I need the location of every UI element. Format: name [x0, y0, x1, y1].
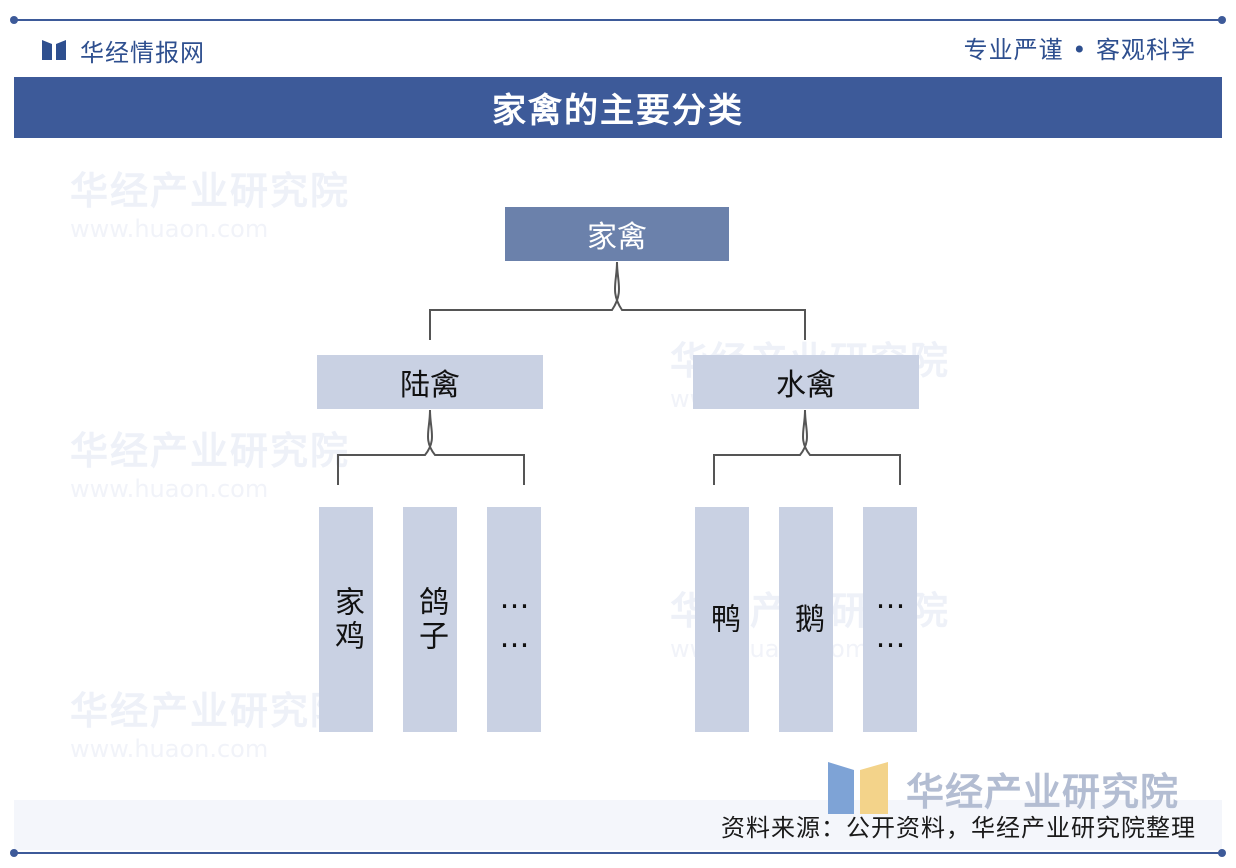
group-label: 水禽: [776, 368, 836, 403]
leaf-label: ……: [873, 580, 908, 659]
connector-land: [337, 409, 525, 485]
source-note: 资料来源：公开资料，华经产业研究院整理: [721, 814, 1196, 842]
connector-root: [429, 261, 806, 340]
brand-name: 华经情报网: [80, 38, 205, 67]
slogan: 专业严谨 • 客观科学: [963, 36, 1196, 64]
page-title: 家禽的主要分类: [492, 91, 744, 131]
brand-logo-icon: [42, 40, 66, 60]
leaf-label: 鸭: [705, 602, 740, 637]
root-node: 家禽: [505, 207, 729, 261]
top-frame-line: [10, 16, 1226, 24]
leaf-node: 家鸡: [319, 507, 373, 732]
leaf-node: 鸽子: [403, 507, 457, 732]
group-node-land: 陆禽: [317, 355, 543, 409]
footer-band: [14, 800, 1222, 850]
leaf-label: 鹅: [789, 602, 824, 637]
leaf-node: 鹅: [779, 507, 833, 732]
huajing-logo-icon: [828, 762, 888, 814]
leaf-node: 鸭: [695, 507, 749, 732]
leaf-node: ……: [487, 507, 541, 732]
brand: 华经情报网: [40, 30, 205, 70]
leaf-label: 鸽子: [413, 585, 448, 654]
root-label: 家禽: [587, 220, 647, 255]
connector-water: [713, 409, 901, 485]
group-node-water: 水禽: [693, 355, 919, 409]
bottom-logo-text: 华经产业研究院: [906, 769, 1180, 814]
leaf-node: ……: [863, 507, 917, 732]
bottom-frame-line: [10, 849, 1226, 857]
leaf-label: ……: [497, 580, 532, 659]
group-label: 陆禽: [400, 368, 460, 403]
title-band: 家禽的主要分类: [14, 77, 1222, 138]
leaf-label: 家鸡: [329, 585, 364, 654]
bottom-logo: 华经产业研究院: [826, 756, 1179, 820]
